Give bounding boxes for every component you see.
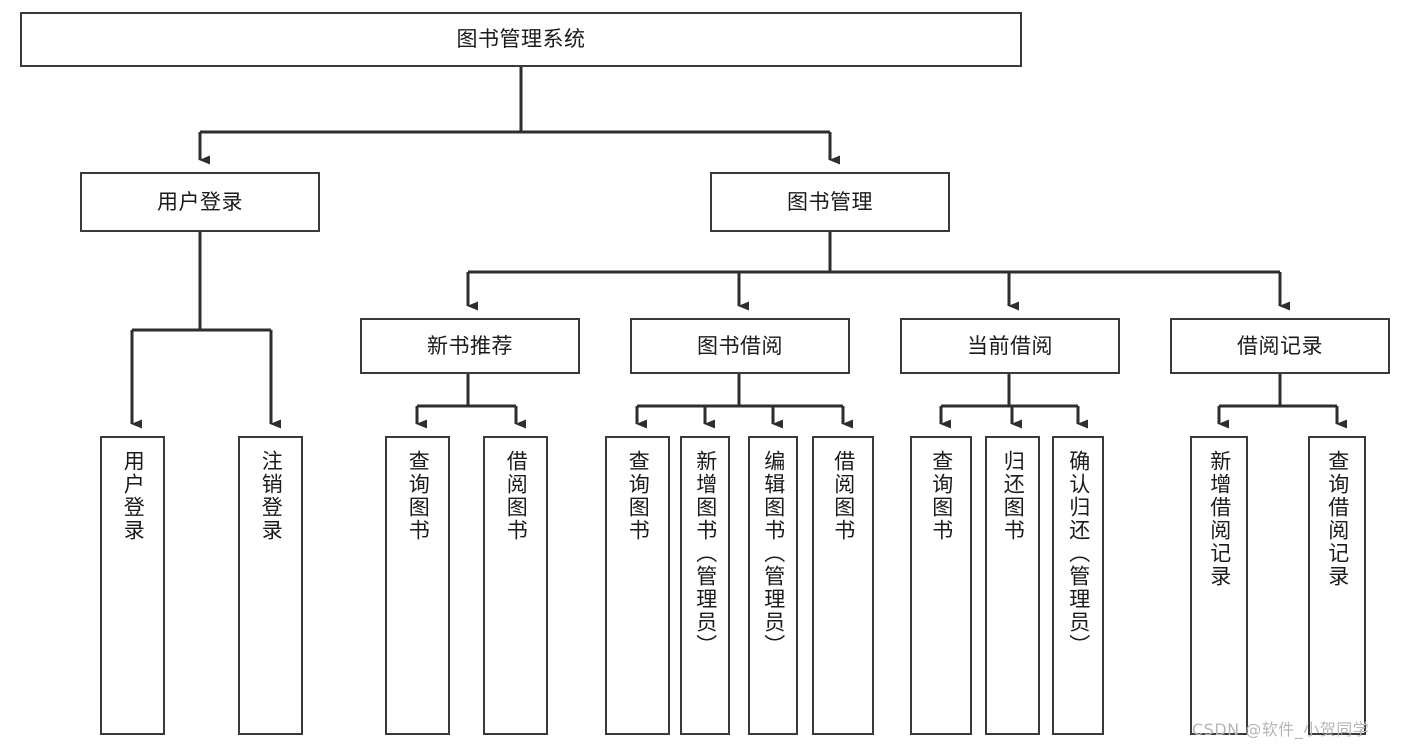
node-book-manage[interactable]: 图书管理 xyxy=(710,172,950,232)
node-root[interactable]: 图书管理系统 xyxy=(20,12,1022,67)
node-new-book-recommend[interactable]: 新书推荐 xyxy=(360,318,580,374)
node-leaf-query-record-label: 查询借阅记录 xyxy=(1325,450,1350,588)
node-current-borrow-label: 当前借阅 xyxy=(967,333,1053,358)
node-leaf-add-record-label: 新增借阅记录 xyxy=(1207,450,1232,588)
node-leaf-query-book-3[interactable]: 查询图书 xyxy=(910,436,972,735)
node-leaf-logout-label: 注销登录 xyxy=(259,450,284,542)
node-leaf-add-record[interactable]: 新增借阅记录 xyxy=(1190,436,1248,735)
node-book-borrow-label: 图书借阅 xyxy=(697,333,783,358)
node-borrow-record-label: 借阅记录 xyxy=(1237,333,1323,358)
node-leaf-query-book-2-label: 查询图书 xyxy=(626,450,651,542)
node-leaf-query-book-2[interactable]: 查询图书 xyxy=(605,436,670,735)
node-leaf-query-record[interactable]: 查询借阅记录 xyxy=(1308,436,1366,735)
node-user-login-label: 用户登录 xyxy=(157,189,243,214)
node-leaf-edit-book-label: 编辑图书（管理员） xyxy=(761,450,786,657)
node-leaf-query-book-3-label: 查询图书 xyxy=(929,450,954,542)
node-leaf-borrow-book-2-label: 借阅图书 xyxy=(831,450,856,542)
node-leaf-query-book-1-label: 查询图书 xyxy=(406,450,431,542)
node-leaf-return-book-label: 归还图书 xyxy=(1001,450,1026,542)
node-leaf-return-book[interactable]: 归还图书 xyxy=(985,436,1040,735)
node-leaf-add-book[interactable]: 新增图书（管理员） xyxy=(680,436,730,735)
node-leaf-logout[interactable]: 注销登录 xyxy=(238,436,303,735)
csdn-watermark: CSDN @软件_小贺同学 xyxy=(1192,720,1370,739)
node-leaf-edit-book[interactable]: 编辑图书（管理员） xyxy=(748,436,798,735)
node-root-label: 图书管理系统 xyxy=(456,27,586,52)
node-borrow-record[interactable]: 借阅记录 xyxy=(1170,318,1390,374)
node-leaf-borrow-book-2[interactable]: 借阅图书 xyxy=(812,436,874,735)
node-new-book-recommend-label: 新书推荐 xyxy=(427,333,513,358)
node-leaf-confirm-return[interactable]: 确认归还（管理员） xyxy=(1052,436,1104,735)
node-leaf-query-book-1[interactable]: 查询图书 xyxy=(385,436,450,735)
node-leaf-add-book-label: 新增图书（管理员） xyxy=(693,450,718,657)
node-book-borrow[interactable]: 图书借阅 xyxy=(630,318,850,374)
node-user-login[interactable]: 用户登录 xyxy=(80,172,320,232)
node-leaf-user-login[interactable]: 用户登录 xyxy=(100,436,165,735)
node-leaf-borrow-book-1[interactable]: 借阅图书 xyxy=(483,436,548,735)
node-current-borrow[interactable]: 当前借阅 xyxy=(900,318,1120,374)
node-leaf-confirm-return-label: 确认归还（管理员） xyxy=(1066,450,1091,657)
node-book-manage-label: 图书管理 xyxy=(787,189,873,214)
node-leaf-borrow-book-1-label: 借阅图书 xyxy=(504,450,529,542)
node-leaf-user-login-label: 用户登录 xyxy=(121,450,146,542)
